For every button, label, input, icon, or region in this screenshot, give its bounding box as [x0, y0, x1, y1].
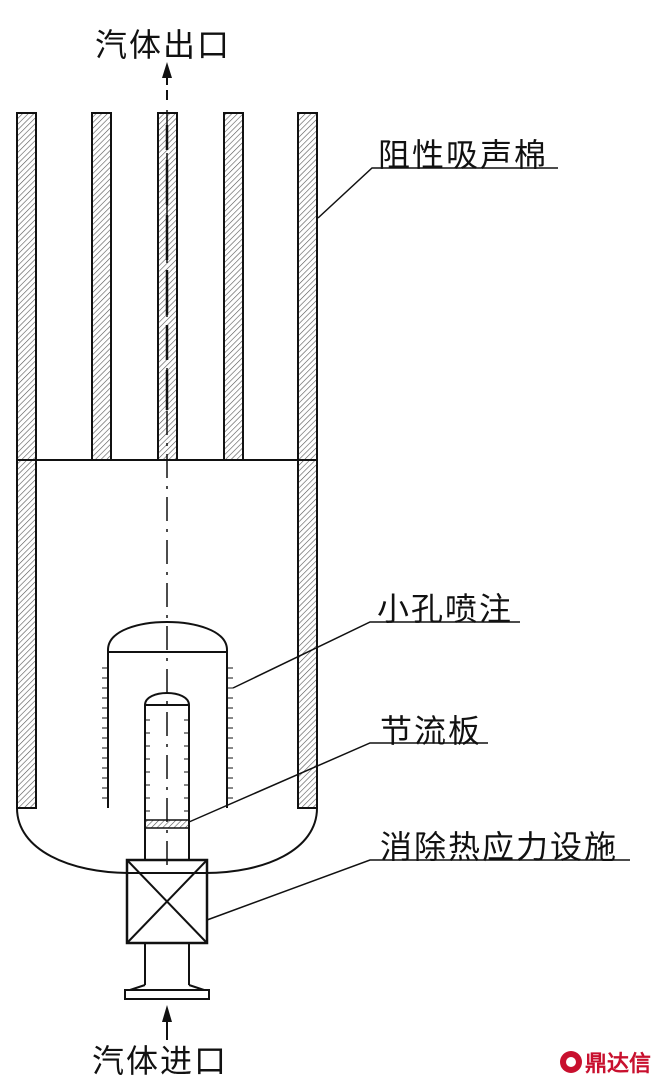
thermal-relief-box [125, 858, 209, 945]
absorber-column [16, 112, 37, 461]
outlet-label: 汽体出口 [95, 26, 232, 64]
leader-orifice [232, 621, 520, 689]
throttle-tube [144, 691, 190, 860]
orifice-label: 小孔喷注 [377, 590, 514, 628]
absorber-column [297, 112, 318, 461]
leader-thermal [206, 859, 630, 921]
vessel-bottom-head [16, 807, 318, 874]
absorber-label: 阻性吸声棉 [378, 136, 549, 174]
inlet-label: 汽体进口 [92, 1042, 229, 1080]
vessel-shell [16, 459, 318, 874]
outlet-arrow [162, 62, 172, 100]
throttle-plate [144, 819, 190, 829]
inlet-arrow [162, 1005, 172, 1040]
leader-absorber [317, 167, 558, 219]
absorber-column [223, 112, 244, 461]
brand-text: 鼎达信 [585, 1052, 652, 1077]
shell-wall-left [16, 459, 37, 809]
leader-lines [188, 167, 630, 921]
thermal-label: 消除热应力设施 [380, 828, 619, 866]
absorber-column [91, 112, 112, 461]
shell-wall-right [297, 459, 318, 809]
leader-throttle [188, 742, 488, 823]
throttle-label: 节流板 [380, 712, 483, 750]
orifice-chamber [102, 620, 233, 808]
brand-logo-icon [560, 1051, 582, 1073]
inlet-pipe [124, 943, 210, 1000]
brand-watermark: 鼎达信 [560, 1046, 651, 1078]
